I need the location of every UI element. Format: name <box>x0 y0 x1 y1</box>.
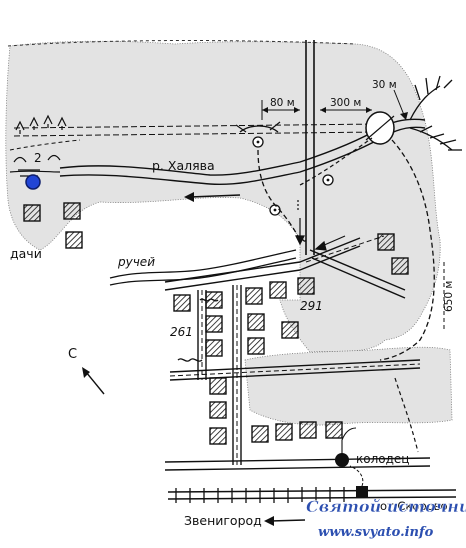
ravine-hachures <box>409 75 462 151</box>
label-creek: ручей <box>117 255 155 269</box>
dimension-300m <box>320 107 372 113</box>
dacha-path <box>9 139 81 151</box>
label-house-261: 261 <box>170 325 193 339</box>
watermark-url: www.svyato.info <box>318 525 434 540</box>
watermark-title: Святой источник <box>306 497 466 516</box>
route-arrows <box>295 200 346 251</box>
dimension-30m <box>393 89 408 121</box>
label-river: р. Халява <box>152 158 215 173</box>
station-marker <box>356 486 368 498</box>
forest-edge-line <box>7 40 356 47</box>
label-north: С <box>68 347 77 362</box>
label-dachas: дачи <box>10 246 42 261</box>
path-650m <box>379 139 435 361</box>
ravine-small <box>235 121 281 133</box>
creek <box>109 249 297 286</box>
north-arrow <box>82 367 105 395</box>
label-zvenigorod: Звенигород <box>184 513 262 528</box>
label-dist-650: 650 м <box>443 281 455 312</box>
label-well: колодец <box>356 452 409 466</box>
forest-area-east <box>244 346 453 426</box>
label-house-291: 291 <box>300 299 323 313</box>
power-line <box>305 40 315 255</box>
zvenigorod-arrow <box>264 516 306 526</box>
path-to-spring <box>299 137 373 186</box>
label-dist-80: 80 м <box>270 97 295 109</box>
village-houses <box>173 233 409 445</box>
label-from-skorovo: от Скорово <box>380 499 448 513</box>
station-route <box>349 465 364 487</box>
forest-areas <box>5 40 453 426</box>
railway <box>167 487 457 503</box>
spring-markers <box>252 136 334 216</box>
dacha-houses <box>23 202 83 249</box>
forest-area-north <box>5 40 441 353</box>
footpath-dashed <box>257 149 301 241</box>
label-dist-30: 30 м <box>372 79 397 91</box>
village-lanes <box>169 235 421 465</box>
forest-track <box>13 123 381 137</box>
dacha-trees <box>13 114 67 177</box>
label-dist-300: 300 м <box>330 97 361 109</box>
holy-spring-marker <box>365 111 395 145</box>
dimension-80m <box>261 100 300 120</box>
label-plot-2: 2 <box>34 151 42 165</box>
well-pointer <box>341 427 357 460</box>
location-marker <box>25 174 41 190</box>
road-skorovo <box>394 377 419 453</box>
flow-arrow <box>184 192 241 202</box>
